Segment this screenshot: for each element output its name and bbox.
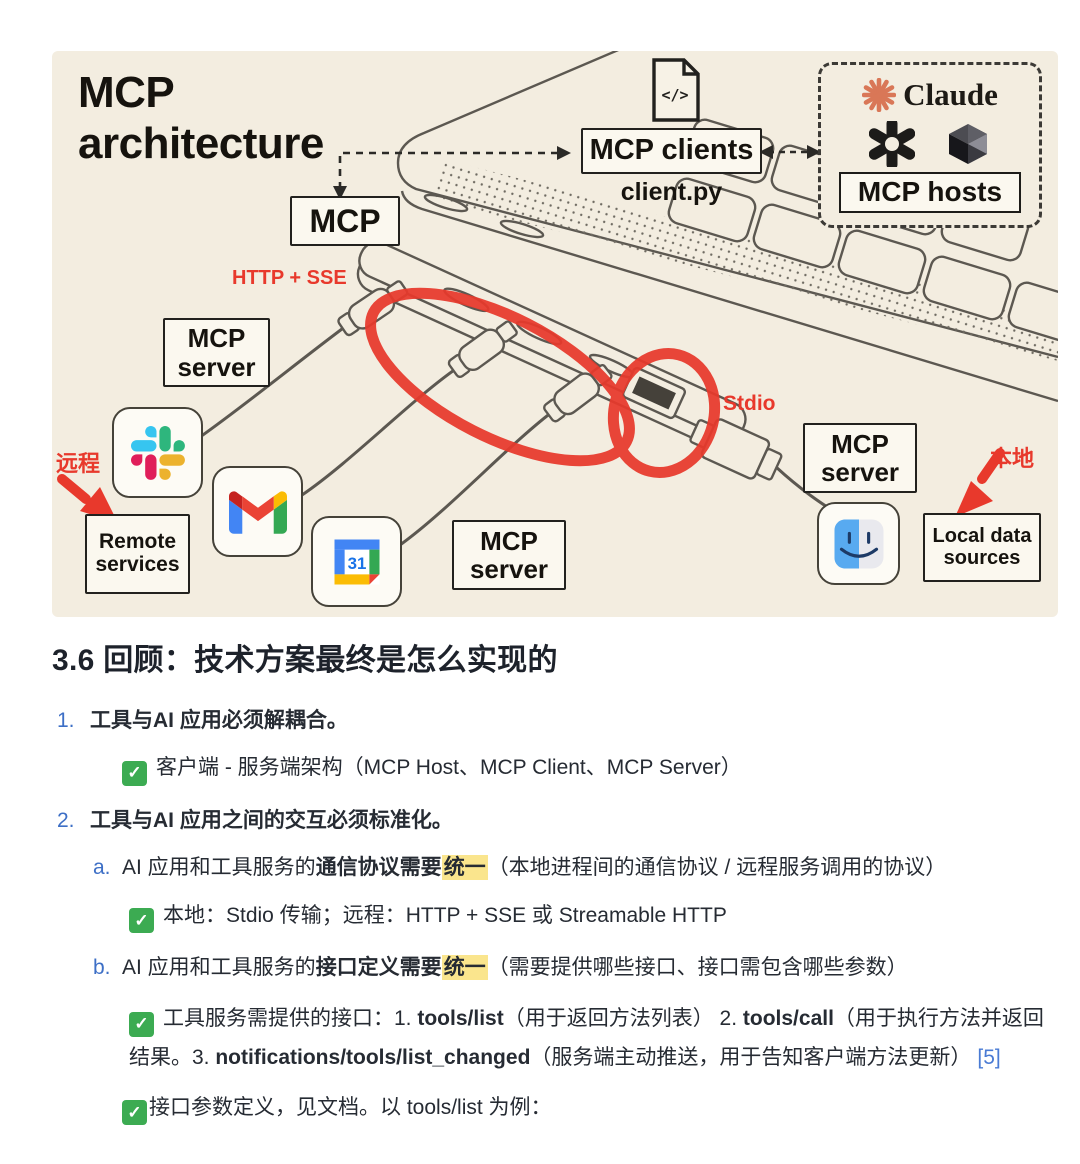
list-marker: b. — [93, 955, 111, 979]
dashed-connector — [338, 150, 812, 189]
list-marker: 1. — [57, 709, 75, 732]
diagram-title: MCP architecture — [78, 68, 324, 169]
reference-link-5[interactable]: [5] — [977, 1045, 1001, 1069]
http-sse-label: HTTP + SSE — [232, 267, 347, 289]
check-icon: ✓ — [129, 907, 154, 933]
list-marker: a. — [93, 856, 111, 880]
code-file-icon: </> — [652, 58, 700, 122]
svg-text:31: 31 — [347, 553, 366, 572]
section-heading: 3.6 回顾：技术方案最终是怎么实现的 — [52, 644, 558, 677]
check-icon: ✓ — [122, 1100, 147, 1126]
check-item-interfaces: ✓工具服务需提供的接口：1. tools/list（用于返回方法列表） 2. t… — [129, 1007, 1044, 1069]
client-py-caption: client.py — [620, 178, 723, 206]
red-ellipse-annotation — [365, 287, 721, 478]
list-item-2: 2. 工具与AI 应用之间的交互必须标准化。 — [57, 806, 1064, 835]
stdio-label: Stdio — [723, 392, 776, 415]
red-arrow-local — [955, 448, 1005, 517]
mcp-hosts-panel: Claude — [818, 62, 1042, 228]
check-item-transport: ✓本地：Stdio 传输；远程：HTTP + SSE 或 Streamable … — [129, 901, 1064, 933]
check-item-params: ✓接口参数定义，见文档。以 tools/list 为例： — [122, 1093, 1064, 1126]
dashed-arrowheads — [333, 145, 821, 200]
claude-wordmark: Claude — [903, 76, 998, 112]
article-body: 3.6 回顾：技术方案最终是怎么实现的 1. 工具与AI 应用必须解耦合。 ✓客… — [52, 641, 1064, 1145]
gmail-icon — [212, 466, 303, 557]
usb-hub-illustration — [356, 240, 747, 451]
mcp-hosts-box: MCP hosts — [839, 171, 1021, 214]
highlighted-text: 统一 — [441, 954, 488, 980]
mcp-clients-box: MCP clients — [581, 128, 762, 174]
check-icon: ✓ — [122, 760, 147, 786]
cube-logo-icon — [949, 123, 987, 164]
remote-annotation: 远程 — [56, 451, 101, 476]
highlighted-text: 统一 — [441, 855, 488, 881]
check-item-architecture: ✓客户端 - 服务端架构（MCP Host、MCP Client、MCP Ser… — [122, 753, 1064, 786]
local-annotation: 本地 — [990, 446, 1035, 471]
list-marker: 2. — [57, 808, 75, 832]
mcp-architecture-figure: MCP architecture MCP HTTP + SSE </> MCP … — [52, 51, 1058, 617]
slack-icon — [112, 407, 203, 498]
finder-icon — [817, 502, 900, 585]
openai-logo-icon — [869, 120, 915, 167]
svg-text:</>: </> — [661, 86, 688, 104]
google-calendar-icon: 31 — [311, 516, 402, 607]
list-item-2b: b. AI 应用和工具服务的接口定义需要统一（需要提供哪些接口、接口需包含哪些参… — [93, 953, 1064, 982]
mcp-box: MCP — [290, 196, 400, 246]
check-icon: ✓ — [129, 1012, 154, 1038]
list-item-2a: a. AI 应用和工具服务的通信协议需要统一（本地进程间的通信协议 / 远程服务… — [93, 853, 1064, 882]
claude-logo-icon — [862, 77, 897, 112]
list-item-1: 1. 工具与AI 应用必须解耦合。 — [57, 706, 1064, 735]
